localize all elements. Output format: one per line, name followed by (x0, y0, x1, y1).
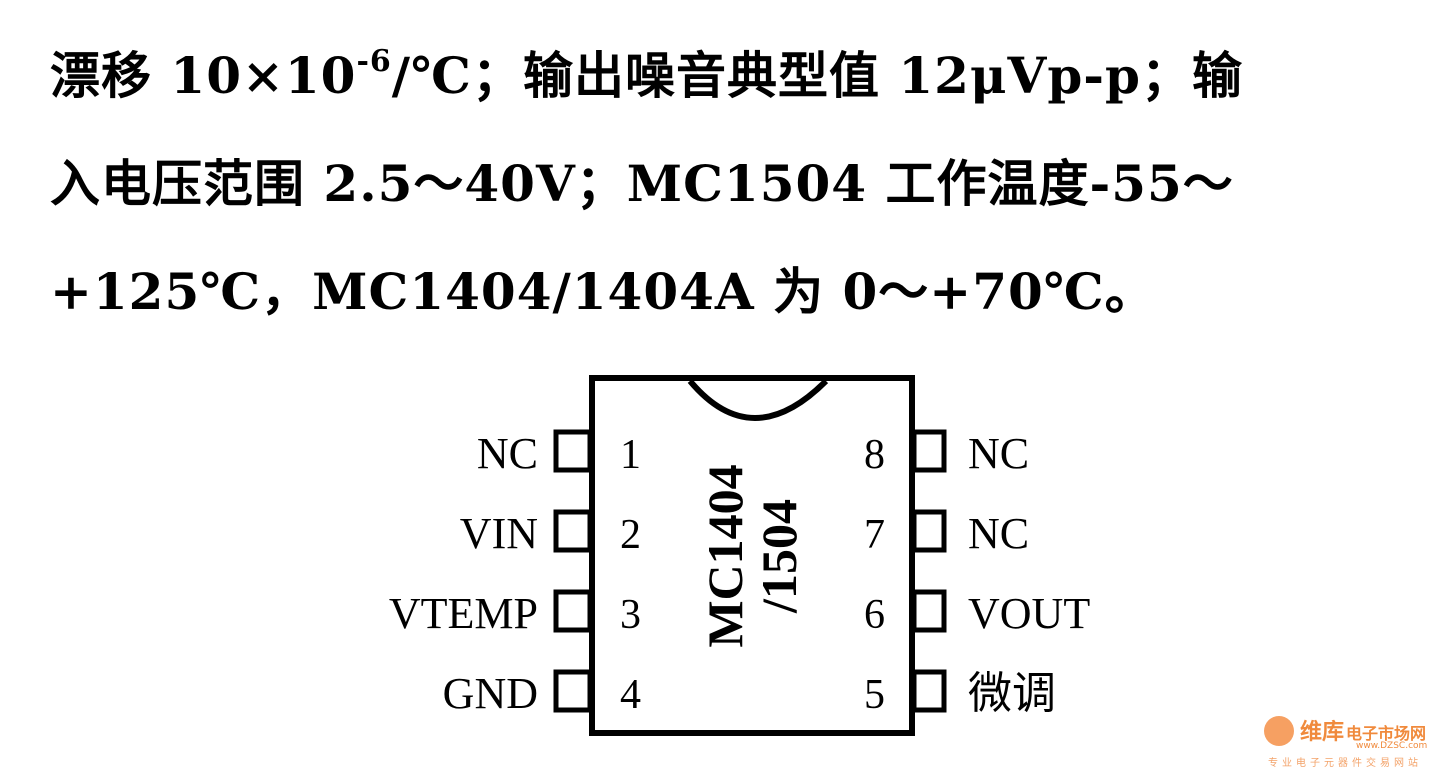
pin-stub-3 (553, 589, 593, 633)
watermark-brand: 维库电子市场网 (1300, 714, 1426, 746)
watermark: 维库电子市场网 www.DZSC.com 专业电子元器件交易网站 (1262, 712, 1447, 769)
pin-number-6: 6 (864, 592, 885, 638)
text-line-1: 漂移 10×10-6/℃；输出噪音典型值 12μVp-p；输 (50, 30, 1430, 138)
pin-stub-8 (911, 429, 947, 473)
pin-label-1: NC (477, 429, 538, 478)
pin-number-3: 3 (620, 592, 641, 638)
line1-start: 漂移 10×10 (50, 46, 357, 105)
pin-number-8: 8 (864, 432, 885, 478)
chip-name: MC1404 /1504 (697, 464, 807, 647)
pin-stub-6 (911, 589, 947, 633)
pin-label-4: GND (443, 669, 538, 718)
pin-label-7: NC (968, 509, 1029, 558)
pin-stub-7 (911, 509, 947, 553)
pin-label-8: NC (968, 429, 1029, 478)
pin-label-3: VTEMP (389, 589, 538, 638)
pin-stub-5 (911, 669, 947, 713)
watermark-tagline: 专业电子元器件交易网站 (1268, 758, 1422, 769)
line1-rest: /℃；输出噪音典型值 12μVp-p；输 (391, 46, 1244, 105)
pin-number-7: 7 (864, 512, 885, 558)
pin-stub-4 (553, 669, 593, 713)
pin-number-1: 1 (620, 432, 641, 478)
pin-label-2: VIN (460, 509, 538, 558)
exponent: -6 (356, 44, 392, 79)
pin-number-2: 2 (620, 512, 641, 558)
pin-stub-2 (553, 509, 593, 553)
pin-number-5: 5 (864, 672, 885, 718)
description-paragraph: 漂移 10×10-6/℃；输出噪音典型值 12μVp-p；输 入电压范围 2.5… (50, 30, 1430, 354)
chip-name-line-2: /1504 (751, 499, 807, 614)
pin1-notch (687, 378, 829, 421)
pin-label-6: VOUT (968, 589, 1090, 638)
text-line-3: +125℃，MC1404/1404A 为 0～+70℃。 (50, 262, 1156, 321)
pin-stub-1 (553, 429, 593, 473)
watermark-url: www.DZSC.com (1356, 741, 1428, 751)
chip-name-line-1: MC1404 (697, 464, 753, 647)
pin-number-4: 4 (620, 672, 641, 718)
watermark-brand-sub: 电子市场网 (1346, 724, 1427, 743)
text-line-2: 入电压范围 2.5～40V；MC1504 工作温度-55～ (50, 154, 1234, 213)
watermark-brand-name: 维库 (1300, 720, 1345, 745)
pin-label-5: 微调 (968, 669, 1056, 718)
logo-icon (1264, 716, 1294, 746)
